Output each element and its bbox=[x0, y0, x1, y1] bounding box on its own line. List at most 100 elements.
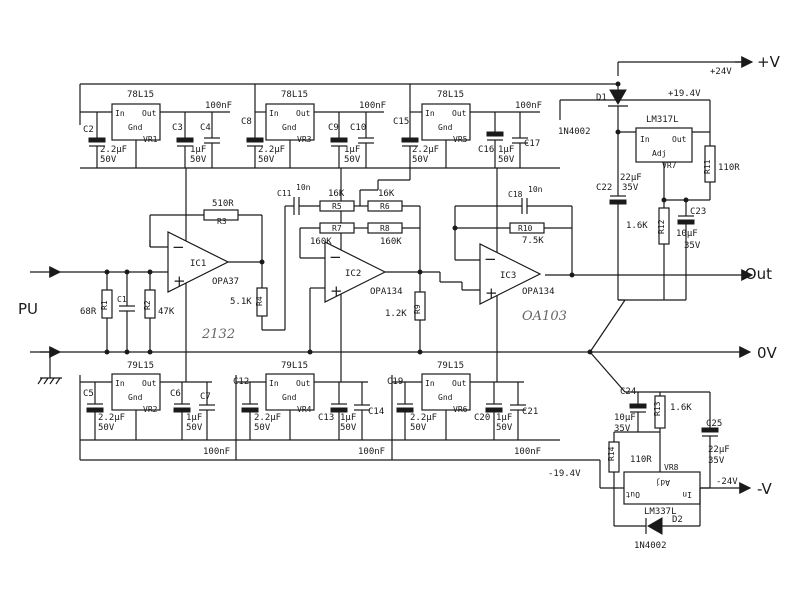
junction-dots bbox=[104, 81, 689, 355]
svg-text:Adj: Adj bbox=[652, 149, 666, 158]
ic1-minus: − bbox=[172, 238, 185, 256]
regulator-vr4: 79L15 In Out Gnd VR4 bbox=[236, 361, 368, 440]
svg-text:1.6K: 1.6K bbox=[670, 403, 692, 413]
svg-text:IC3: IC3 bbox=[500, 271, 516, 281]
svg-text:22µF: 22µF bbox=[620, 173, 642, 183]
svg-text:35V: 35V bbox=[622, 183, 639, 193]
svg-text:R7: R7 bbox=[332, 224, 342, 233]
svg-text:C7: C7 bbox=[200, 392, 211, 402]
svg-text:10n: 10n bbox=[528, 185, 543, 194]
svg-text:Out: Out bbox=[625, 490, 640, 499]
svg-text:In: In bbox=[269, 109, 279, 118]
svg-text:C24: C24 bbox=[620, 387, 636, 397]
svg-text:1µF: 1µF bbox=[190, 145, 206, 155]
svg-text:-19.4V: -19.4V bbox=[548, 469, 581, 479]
stage2-network: C11 10n 16K R5 16K R6 R7 160K R8 160K bbox=[277, 168, 441, 352]
svg-text:−: − bbox=[484, 250, 497, 268]
ground-icon bbox=[37, 352, 62, 385]
zero-v-label: 0V bbox=[757, 344, 778, 362]
svg-text:50V: 50V bbox=[412, 155, 429, 165]
svg-text:VR2: VR2 bbox=[143, 405, 158, 414]
svg-text:R9: R9 bbox=[413, 304, 422, 314]
svg-text:100nF: 100nF bbox=[358, 447, 385, 457]
svg-text:D2: D2 bbox=[672, 515, 683, 525]
svg-text:R1: R1 bbox=[100, 300, 109, 310]
svg-text:1µF: 1µF bbox=[340, 413, 356, 423]
svg-text:C14: C14 bbox=[368, 407, 384, 417]
svg-text:50V: 50V bbox=[340, 423, 357, 433]
rail-wires bbox=[30, 56, 754, 494]
vr1-part-label: 78L15 bbox=[127, 90, 154, 100]
minus-v-label: -V bbox=[757, 480, 773, 498]
svg-text:7.5K: 7.5K bbox=[522, 236, 544, 246]
svg-text:C10: C10 bbox=[350, 123, 366, 133]
svg-text:VR6: VR6 bbox=[453, 405, 468, 414]
svg-text:50V: 50V bbox=[100, 155, 117, 165]
regulator-vr3: 78L15 In Out Gnd VR3 bbox=[255, 90, 384, 168]
svg-text:C17: C17 bbox=[524, 139, 540, 149]
svg-text:100nF: 100nF bbox=[205, 101, 232, 111]
svg-text:110R: 110R bbox=[718, 163, 740, 173]
svg-text:35V: 35V bbox=[708, 456, 725, 466]
svg-text:100nF: 100nF bbox=[515, 101, 542, 111]
svg-text:Gnd: Gnd bbox=[128, 123, 143, 132]
svg-text:50V: 50V bbox=[258, 155, 275, 165]
svg-text:1.2K: 1.2K bbox=[385, 309, 407, 319]
svg-text:C25: C25 bbox=[706, 419, 722, 429]
svg-text:10n: 10n bbox=[296, 183, 311, 192]
svg-text:C21: C21 bbox=[522, 407, 538, 417]
svg-text:Out: Out bbox=[296, 379, 311, 388]
svg-text:Out: Out bbox=[142, 379, 157, 388]
svg-text:1.6K: 1.6K bbox=[626, 221, 648, 231]
svg-text:Gnd: Gnd bbox=[438, 123, 453, 132]
svg-text:R2: R2 bbox=[143, 300, 152, 310]
svg-text:R12: R12 bbox=[657, 219, 666, 234]
svg-text:R8: R8 bbox=[380, 224, 390, 233]
svg-text:78L15: 78L15 bbox=[281, 90, 308, 100]
svg-text:160K: 160K bbox=[380, 237, 402, 247]
svg-text:50V: 50V bbox=[254, 423, 271, 433]
opamp-ic3: − + IC3 OPA134 bbox=[479, 168, 555, 382]
svg-text:In: In bbox=[640, 135, 650, 144]
regulator-vr6: 79L15 In Out Gnd VR6 bbox=[392, 361, 524, 440]
svg-text:+: + bbox=[485, 284, 498, 302]
svg-text:2.2µF: 2.2µF bbox=[100, 145, 127, 155]
svg-text:35V: 35V bbox=[684, 241, 701, 251]
svg-text:50V: 50V bbox=[410, 423, 427, 433]
svg-text:100nF: 100nF bbox=[203, 447, 230, 457]
svg-text:2.2µF: 2.2µF bbox=[258, 145, 285, 155]
svg-text:C6: C6 bbox=[170, 389, 181, 399]
regulator-vr5: 78L15 In Out Gnd VR5 bbox=[410, 90, 540, 168]
svg-text:C1: C1 bbox=[117, 295, 127, 304]
svg-text:LM337L: LM337L bbox=[644, 507, 677, 517]
svg-text:160K: 160K bbox=[310, 237, 332, 247]
svg-text:50V: 50V bbox=[496, 423, 513, 433]
svg-text:−: − bbox=[329, 248, 342, 266]
handwritten-note-left: 2132 bbox=[201, 327, 235, 342]
svg-text:16K: 16K bbox=[328, 189, 345, 199]
svg-text:78L15: 78L15 bbox=[437, 90, 464, 100]
svg-text:2.2µF: 2.2µF bbox=[98, 413, 125, 423]
svg-text:Out: Out bbox=[452, 109, 467, 118]
svg-text:R4: R4 bbox=[255, 296, 264, 306]
svg-text:R14: R14 bbox=[607, 446, 616, 461]
svg-text:Gnd: Gnd bbox=[128, 393, 143, 402]
svg-text:510R: 510R bbox=[212, 199, 234, 209]
svg-text:C5: C5 bbox=[83, 389, 94, 399]
svg-text:Adj: Adj bbox=[656, 478, 670, 487]
svg-text:-24V: -24V bbox=[716, 477, 738, 487]
svg-text:22µF: 22µF bbox=[708, 445, 730, 455]
svg-text:VR1: VR1 bbox=[143, 135, 158, 144]
svg-text:1N4002: 1N4002 bbox=[558, 127, 591, 137]
svg-text:50V: 50V bbox=[344, 155, 361, 165]
svg-text:R13: R13 bbox=[653, 401, 662, 416]
svg-text:C8: C8 bbox=[241, 117, 252, 127]
svg-text:+: + bbox=[173, 272, 186, 290]
svg-text:R3: R3 bbox=[217, 217, 227, 226]
svg-text:IC1: IC1 bbox=[190, 259, 206, 269]
svg-text:5.1K: 5.1K bbox=[230, 297, 252, 307]
svg-text:+: + bbox=[330, 282, 343, 300]
svg-text:In: In bbox=[425, 379, 435, 388]
svg-text:1N4002: 1N4002 bbox=[634, 541, 667, 551]
top-capacitors: C2 2.2µF 50V C3 1µF 50V C4 100nF C8 2.2µ… bbox=[83, 101, 542, 168]
